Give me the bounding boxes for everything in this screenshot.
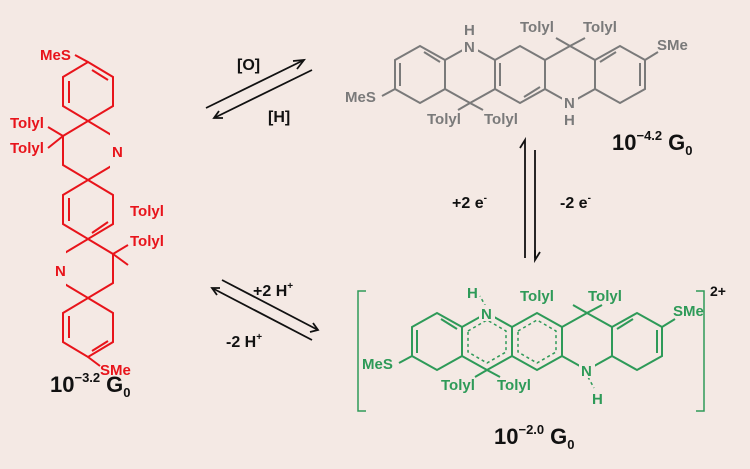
charge-brackets [357, 290, 705, 412]
green-n-top: N [481, 306, 492, 323]
green-tolyl-4: Tolyl [497, 377, 531, 394]
gray-tolyl-1: Tolyl [520, 19, 554, 36]
red-tolyl-1: Tolyl [10, 115, 44, 132]
red-sme-label: SMe [100, 362, 131, 379]
green-molecule [398, 304, 676, 378]
green-h-bottom: H [592, 391, 603, 408]
red-n-bottom: N [55, 263, 66, 280]
red-molecule [47, 54, 129, 367]
green-n-bottom: N [581, 363, 592, 380]
electron-gain-label: +2 e- [452, 193, 487, 212]
deprotonation-label: -2 H+ [226, 332, 262, 351]
red-n-top: N [112, 144, 123, 161]
green-mes-label: MeS [362, 356, 393, 373]
protonation-label: +2 H+ [253, 281, 293, 300]
green-tolyl-2: Tolyl [588, 288, 622, 305]
gray-h-top: H [464, 22, 475, 39]
red-mes-label: MeS [40, 47, 71, 64]
gray-tolyl-2: Tolyl [583, 19, 617, 36]
green-h-top: H [467, 285, 478, 302]
gray-n-bottom: N [564, 95, 575, 112]
electron-arrows [519, 136, 541, 264]
gray-tolyl-4: Tolyl [484, 111, 518, 128]
red-tolyl-3: Tolyl [130, 203, 164, 220]
gray-h-bottom: H [564, 112, 575, 129]
red-tolyl-2: Tolyl [10, 140, 44, 157]
gray-mes-label: MeS [345, 89, 376, 106]
reduction-label: [H] [268, 109, 290, 126]
oxidation-arrows [205, 58, 313, 119]
charge-label: 2+ [710, 283, 726, 299]
green-sme-label: SMe [673, 303, 704, 320]
gray-molecule [381, 37, 659, 111]
green-tolyl-1: Tolyl [520, 288, 554, 305]
green-tolyl-3: Tolyl [441, 377, 475, 394]
gray-n-top: N [464, 39, 475, 56]
proton-arrows [210, 279, 320, 341]
gray-tolyl-3: Tolyl [427, 111, 461, 128]
red-tolyl-4: Tolyl [130, 233, 164, 250]
oxidation-label: [O] [237, 57, 260, 74]
electron-loss-label: -2 e- [560, 193, 591, 212]
gray-sme-label: SMe [657, 37, 688, 54]
